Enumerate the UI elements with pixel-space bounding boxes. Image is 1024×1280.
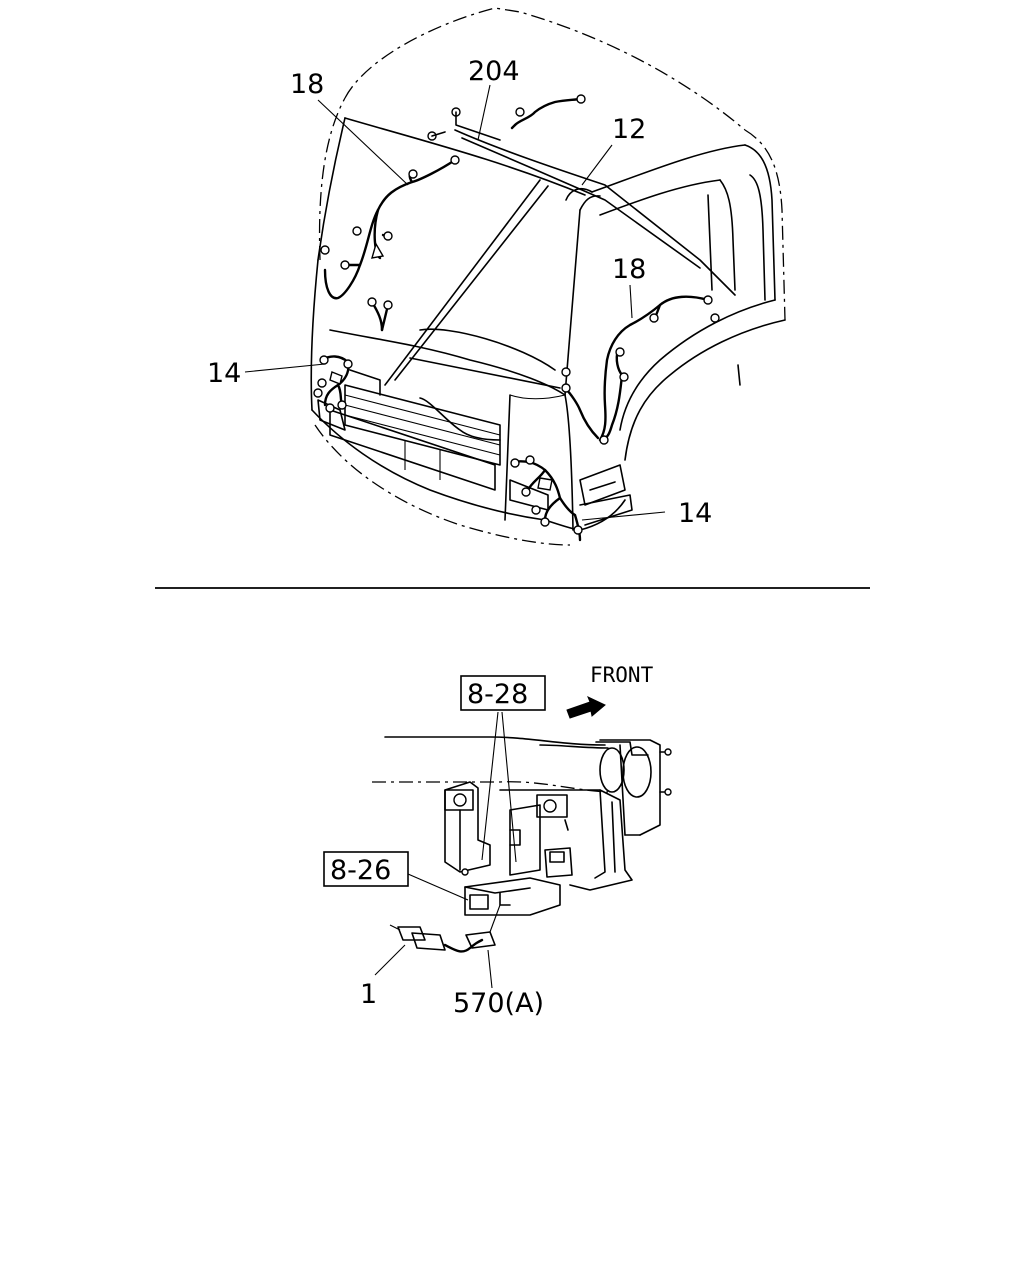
ref-8-26-label: 8-26: [330, 855, 391, 886]
callout-204: 204: [468, 56, 520, 87]
callout-1: 1: [360, 979, 377, 1010]
frame-detail-illustration: [372, 696, 672, 953]
callout-570a: 570(A): [453, 988, 544, 1019]
ref-8-28-label: 8-28: [467, 679, 528, 710]
cab-leader-lines: [244, 84, 666, 521]
callout-14-left: 14: [207, 358, 241, 389]
ref-box-8-28: [460, 675, 546, 711]
detail-leader-lines: [374, 711, 517, 989]
truck-cab-illustration: [310, 7, 786, 546]
callout-18-right: 18: [612, 254, 646, 285]
ref-box-8-26: [323, 851, 409, 887]
callout-12: 12: [612, 114, 646, 145]
front-arrow-icon: [566, 696, 606, 719]
front-label: FRONT: [590, 663, 654, 687]
callout-14-right: 14: [678, 498, 712, 529]
callout-18-left: 18: [290, 69, 324, 100]
